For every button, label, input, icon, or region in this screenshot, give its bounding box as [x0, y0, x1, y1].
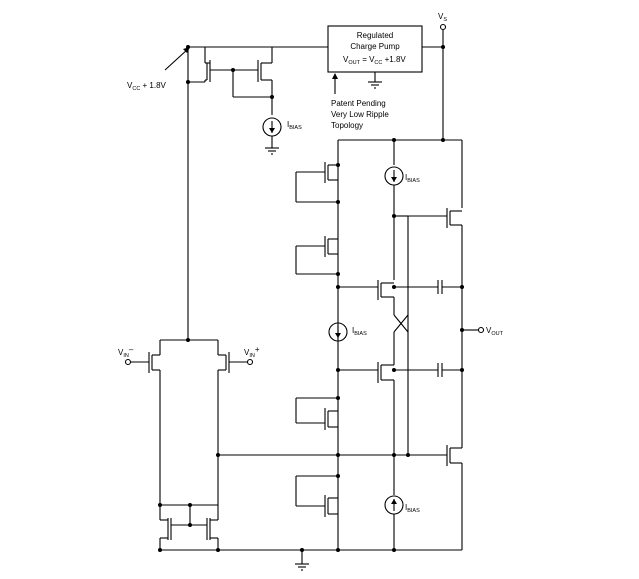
- left-column-stack: IBIAS: [295, 140, 367, 550]
- bottom-nmos-mirror: [158, 503, 220, 552]
- patent-line2: Very Low Ripple: [331, 110, 389, 119]
- input-stage: VIN– VIN+: [118, 338, 447, 505]
- pump-vout-label: VOUT = VCC +1.8V: [343, 55, 406, 66]
- pump-label-line1: Regulated: [357, 31, 393, 40]
- vcc-rail: VCC + 1.8V: [127, 45, 328, 340]
- patent-line1: Patent Pending: [331, 99, 386, 108]
- middle-column-stack: IBIAS IBIAS: [338, 138, 438, 550]
- vout-label: VOUT: [486, 326, 504, 337]
- vs-label: VS: [438, 12, 447, 23]
- vs-supply: VS: [338, 12, 462, 142]
- ground-rail: [160, 548, 462, 571]
- output-stage: VOUT: [408, 140, 504, 550]
- ibias-label-right-bottom: IBIAS: [405, 503, 420, 514]
- vcc-label: VCC + 1.8V: [127, 81, 167, 92]
- ibias-label-right-top: IBIAS: [405, 173, 420, 184]
- patent-line3: Topology: [331, 121, 363, 130]
- top-current-mirror: IBIAS: [186, 47, 302, 155]
- ibias-label-middle: IBIAS: [352, 326, 367, 337]
- vin-minus-label: VIN–: [118, 345, 134, 359]
- charge-pump-block: Regulated Charge Pump VOUT = VCC +1.8V P…: [327, 25, 423, 130]
- pump-label-line2: Charge Pump: [350, 42, 400, 51]
- ibias-label-top: IBIAS: [287, 120, 302, 131]
- vin-plus-label: VIN+: [244, 345, 260, 359]
